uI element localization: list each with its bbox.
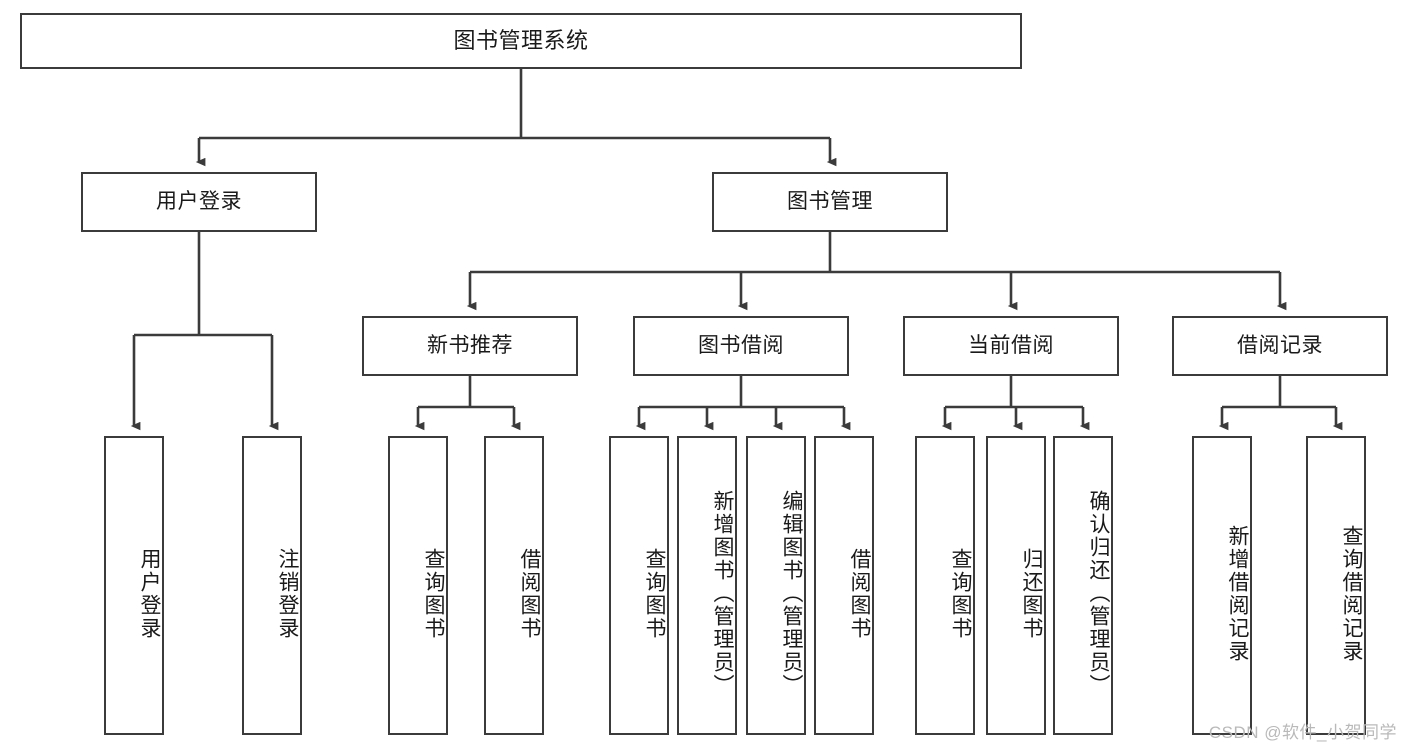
node-label: 图书借阅 <box>698 334 784 358</box>
node-label: 查询图书 <box>949 547 972 640</box>
node-leaf-return-book[interactable]: 归还图书 <box>986 436 1046 735</box>
node-label: 用户登录 <box>138 547 161 640</box>
node-leaf-borrow-book-recommend[interactable]: 借阅图书 <box>484 436 544 735</box>
node-leaf-query-borrow-record[interactable]: 查询借阅记录 <box>1306 436 1366 735</box>
node-leaf-add-borrow-record[interactable]: 新增借阅记录 <box>1192 436 1252 735</box>
node-label: 借阅记录 <box>1237 334 1323 358</box>
node-label: 查询借阅记录 <box>1340 524 1363 663</box>
node-leaf-query-book-current[interactable]: 查询图书 <box>915 436 975 735</box>
node-book-manage[interactable]: 图书管理 <box>712 172 948 232</box>
node-leaf-borrow-book[interactable]: 借阅图书 <box>814 436 874 735</box>
node-label: 借阅图书 <box>518 547 541 640</box>
node-label: 用户登录 <box>156 190 242 214</box>
node-label: 查询图书 <box>643 547 666 640</box>
node-leaf-logout-login[interactable]: 注销登录 <box>242 436 302 735</box>
watermark-text: CSDN @软件_小贺同学 <box>1208 723 1397 742</box>
node-user-login[interactable]: 用户登录 <box>81 172 317 232</box>
node-leaf-edit-book-admin[interactable]: 编辑图书（管理员） <box>746 436 806 735</box>
node-label: 新增借阅记录 <box>1226 524 1249 663</box>
node-label: 当前借阅 <box>968 334 1054 358</box>
node-label: 图书管理系统 <box>453 27 589 53</box>
node-label: 查询图书 <box>422 547 445 640</box>
node-leaf-confirm-return-admin[interactable]: 确认归还（管理员） <box>1053 436 1113 735</box>
node-label: 编辑图书（管理员） <box>780 490 803 697</box>
node-label: 图书管理 <box>787 190 873 214</box>
node-label: 确认归还（管理员） <box>1087 490 1110 697</box>
node-label: 注销登录 <box>276 547 299 640</box>
node-book-borrow[interactable]: 图书借阅 <box>633 316 849 376</box>
node-label: 归还图书 <box>1020 547 1043 640</box>
node-leaf-add-book-admin[interactable]: 新增图书（管理员） <box>677 436 737 735</box>
node-new-book-recommend[interactable]: 新书推荐 <box>362 316 578 376</box>
node-label: 新增图书（管理员） <box>711 490 734 697</box>
node-leaf-query-book-recommend[interactable]: 查询图书 <box>388 436 448 735</box>
node-label: 新书推荐 <box>427 334 513 358</box>
node-leaf-query-book-borrow[interactable]: 查询图书 <box>609 436 669 735</box>
node-borrow-record[interactable]: 借阅记录 <box>1172 316 1388 376</box>
node-leaf-user-login[interactable]: 用户登录 <box>104 436 164 735</box>
node-label: 借阅图书 <box>848 547 871 640</box>
node-current-borrow[interactable]: 当前借阅 <box>903 316 1119 376</box>
node-root[interactable]: 图书管理系统 <box>20 13 1022 69</box>
